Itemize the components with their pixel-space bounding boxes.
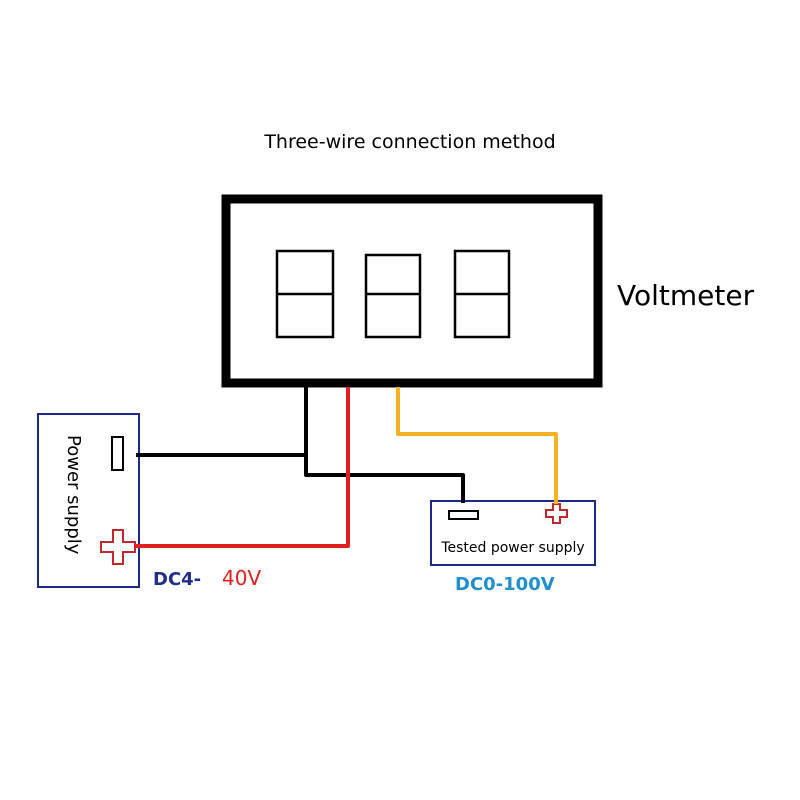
plus-terminal-icon [100, 529, 136, 565]
power-range-suffix: 40V [222, 566, 261, 590]
display-digit-2 [364, 253, 422, 339]
power-supply-box [37, 413, 140, 588]
display-digit-1 [275, 249, 335, 339]
tested-supply-box [430, 500, 596, 566]
display-digit-3 [453, 249, 511, 339]
yellow-wire [396, 387, 558, 504]
diagram-title: Three-wire connection method [263, 131, 555, 153]
red-wire [135, 387, 350, 548]
plus-terminal-icon [545, 503, 568, 524]
power-supply-label: Power supply [63, 435, 84, 555]
minus-terminal-icon [111, 436, 124, 471]
power-range-prefix: DC4- [153, 569, 201, 590]
black-wire [136, 387, 465, 503]
voltmeter-label: Voltmeter [617, 279, 755, 312]
minus-terminal-icon [448, 510, 479, 520]
tested-supply-label: Tested power supply [440, 540, 584, 556]
tested-range: DC0-100V [455, 574, 555, 595]
voltmeter-body [221, 194, 603, 388]
